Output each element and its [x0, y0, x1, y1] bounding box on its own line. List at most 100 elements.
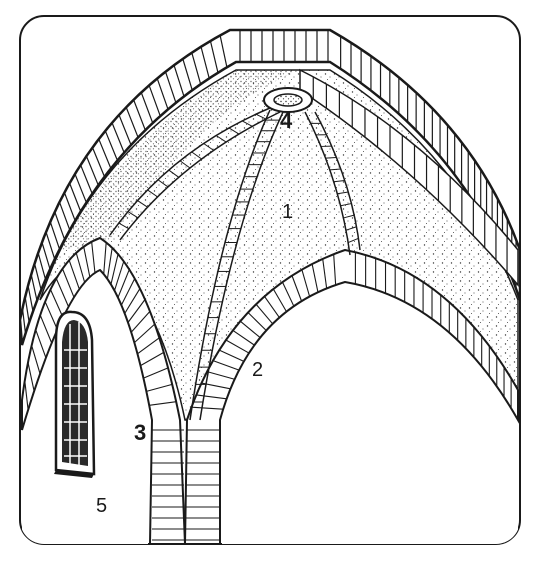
left-arch-brick [83, 246, 91, 278]
rib-segment [157, 179, 169, 188]
outer-arch-brick [191, 52, 202, 85]
outer-arch-brick [173, 65, 185, 97]
outer-arch-brick [91, 147, 106, 177]
outer-arch-brick [98, 138, 112, 169]
keystone-boss-center [273, 93, 303, 107]
front-arch-brick [196, 394, 227, 400]
front-arch-brick [264, 296, 280, 318]
label-3: 3 [134, 420, 146, 445]
outer-arch-brick [85, 155, 99, 186]
outer-arch-brick [41, 242, 51, 270]
left-arch-brick [103, 242, 107, 275]
outer-arch-brick [80, 164, 93, 194]
lancet-window [54, 310, 96, 478]
outer-arch-brick [140, 92, 154, 124]
left-arch-brick [35, 329, 47, 358]
outer-arch-brick [30, 274, 38, 301]
rib-segment [118, 222, 130, 230]
outer-arch-brick [45, 231, 56, 260]
front-arch-brick [225, 339, 250, 354]
front-arch-brick [191, 406, 224, 410]
front-arch-brick [255, 303, 274, 325]
outer-arch-brick [209, 40, 219, 73]
left-arch-brick [130, 310, 151, 333]
right-wall-rib [299, 68, 519, 288]
outer-arch-brick [148, 85, 161, 117]
left-arch-brick [149, 401, 177, 406]
rib-segment [168, 169, 180, 178]
outer-arch-brick [200, 46, 210, 79]
left-arch-brick [91, 241, 96, 273]
left-arch-brick [117, 269, 130, 298]
label-5: 5 [96, 495, 107, 517]
vault-web-shadow [60, 70, 300, 250]
label-4: 4 [280, 108, 293, 133]
left-arch-brick [49, 289, 64, 318]
left-arch-brick [120, 278, 136, 306]
front-wall [222, 286, 518, 544]
outer-arch-brick [54, 211, 66, 240]
front-arch-brick [272, 288, 287, 312]
front-arch-brick [291, 275, 303, 302]
outer-arch-brick [49, 221, 61, 250]
left-arch-brick [110, 254, 119, 285]
front-arch-brick [301, 269, 311, 297]
rib-segment [345, 226, 357, 231]
left-arch-brick [146, 383, 173, 392]
front-arch-brick [212, 360, 240, 371]
left-arch-brick [39, 314, 53, 344]
outer-arch-brick [164, 71, 177, 103]
outer-arch-brick [104, 130, 118, 161]
left-arch-brick [137, 337, 160, 355]
left-arch-brick [113, 261, 125, 291]
outer-arch-brick [58, 201, 71, 231]
rib-segment [343, 214, 355, 219]
rib-segment [329, 168, 341, 171]
rib-segment [127, 211, 139, 219]
left-arch-brick [61, 268, 75, 298]
rib-segment [242, 120, 253, 127]
outer-arch-brick [24, 296, 30, 323]
front-arch-brick [311, 263, 319, 293]
outer-arch-brick [118, 114, 132, 146]
rib-segment [203, 143, 214, 151]
front-arch-brick [239, 320, 261, 339]
rib-segment [215, 135, 227, 143]
rib-segment [325, 157, 337, 159]
rib-segment [255, 113, 267, 120]
outer-arch-brick [182, 58, 193, 91]
left-arch-brick [31, 345, 41, 374]
front-arch-brick [333, 254, 337, 286]
outer-arch-brick [74, 173, 87, 203]
front-arch-brick [247, 312, 267, 331]
left-arch-brick [127, 299, 146, 323]
outer-arch-brick [133, 99, 146, 131]
front-arch-brick [219, 349, 245, 362]
outer-arch-brick [219, 35, 228, 68]
rib-segment [228, 127, 240, 135]
front-arch-brick [281, 281, 295, 307]
rib-segment [147, 189, 158, 198]
left-arch-brick [55, 278, 70, 307]
label-2: 2 [252, 359, 263, 381]
rib-segment [340, 203, 352, 207]
left-arch-brick [75, 252, 86, 283]
left-arch-brick [140, 351, 165, 367]
outer-arch-brick [21, 308, 27, 334]
outer-arch-brick [27, 285, 34, 312]
left-arch-brick [68, 260, 80, 290]
left-arch-brick [106, 247, 113, 279]
rib-segment [337, 191, 349, 195]
rib-segment [347, 237, 359, 244]
left-arch-brick [44, 301, 58, 330]
outer-arch-brick [69, 182, 82, 212]
left-arch-brick [24, 380, 29, 411]
outer-arch-brick [125, 107, 139, 138]
front-arch-brick [206, 371, 235, 380]
rib-segment [179, 160, 191, 169]
rib-segment [333, 180, 345, 183]
outer-arch-brick [156, 78, 169, 110]
rib-segment [137, 200, 148, 208]
label-1: 1 [282, 201, 293, 223]
